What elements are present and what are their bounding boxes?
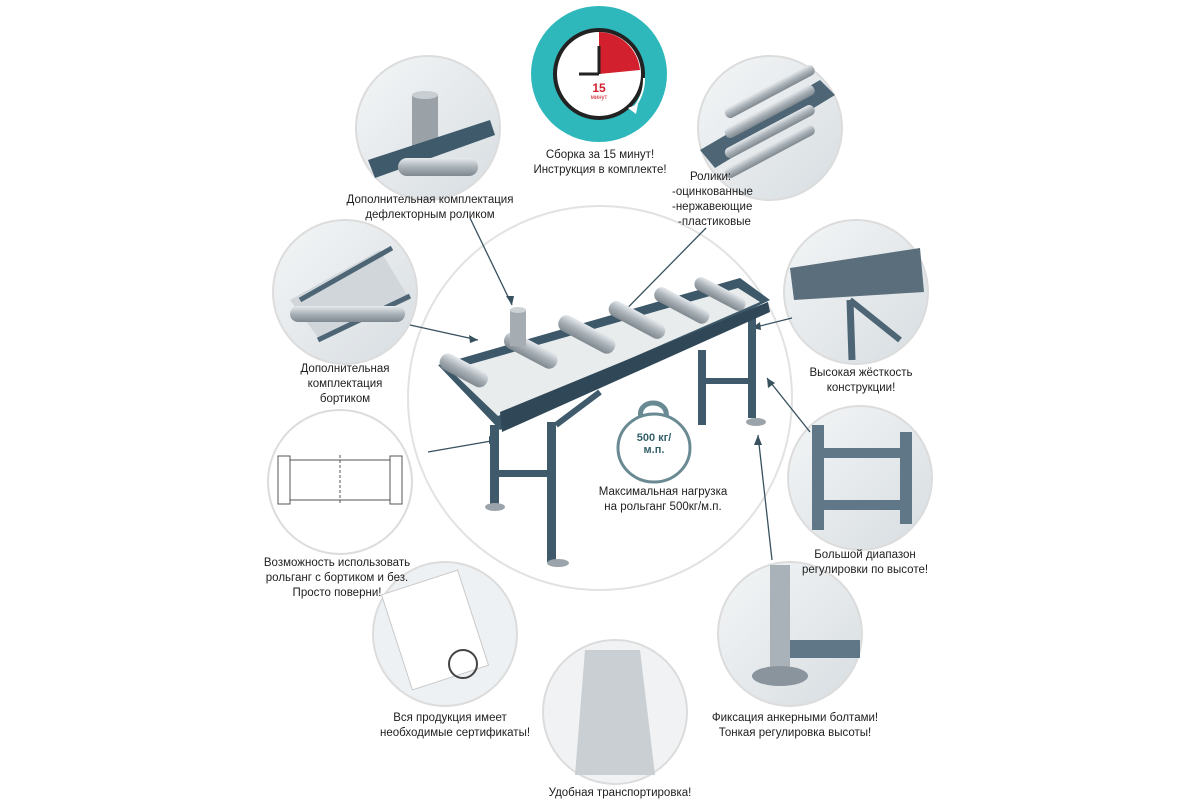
clock-circle (531, 6, 667, 142)
caption-load: Максимальная нагрузка на рольганг 500кг/… (598, 486, 728, 513)
reverse-circle (267, 409, 413, 555)
caption-deflector: Дополнительная комплектация дефлекторным… (346, 194, 514, 221)
caption-transport: Удобная транспортировка! (548, 787, 692, 799)
caption-side: Дополнительная комплектация бортиком (300, 363, 390, 405)
rollers-circle (697, 55, 843, 201)
caption-height: Большой диапазон регулировки по высоте! (801, 549, 929, 576)
rigidity-circle (783, 219, 929, 365)
caption-rigidity: Высокая жёсткость конструкции! (809, 367, 913, 394)
pointer-arrows (409, 217, 811, 561)
clock-number: 15 (592, 81, 606, 95)
clock-sub: минут (590, 95, 608, 101)
caption-rollers: Ролики: -оцинкованные -нержавеющие -плас… (672, 171, 753, 228)
anchor-circle (717, 561, 863, 707)
kettlebell-icon (616, 400, 692, 484)
certs-circle (372, 561, 518, 707)
caption-anchor: Фиксация анкерными болтами! Тонкая регул… (711, 712, 879, 739)
height-circle (787, 405, 933, 551)
caption-assembly: Сборка за 15 минут! Инструкция в комплек… (533, 149, 667, 176)
transport-circle (542, 639, 688, 785)
deflector-circle (355, 55, 501, 201)
caption-reverse: Возможность использовать рольганг с борт… (263, 557, 411, 599)
main-circle (407, 205, 793, 591)
weight-label: 500 кг/ м.п. (636, 432, 672, 456)
side-circle (272, 219, 418, 365)
roller-conveyor (438, 277, 770, 567)
caption-certs: Вся продукция имеет необходимые сертифик… (380, 712, 531, 739)
